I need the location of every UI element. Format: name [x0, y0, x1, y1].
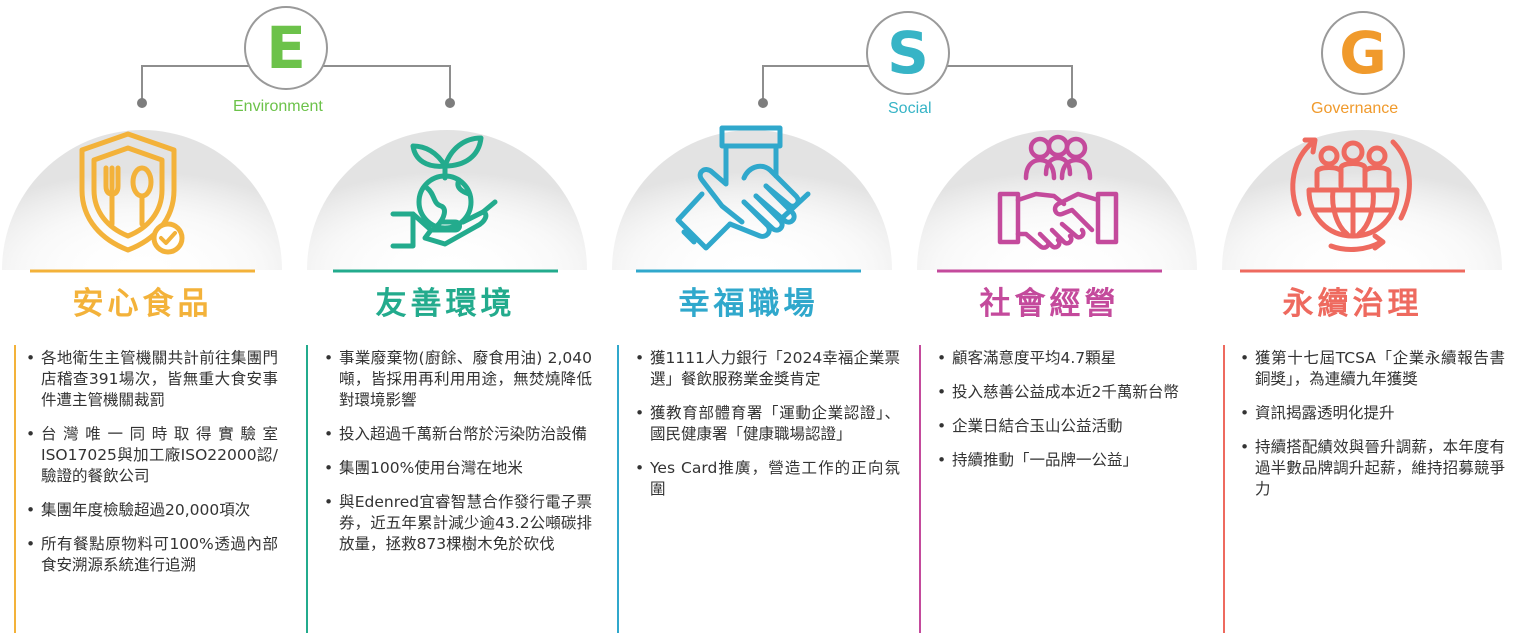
connector-dot — [445, 98, 455, 108]
heading-happy-workplace: 幸福職場 — [678, 286, 819, 322]
column-accent-line — [306, 345, 308, 633]
list-item: 投入慈善公益成本近2千萬新台幣 — [937, 382, 1205, 403]
helping-hands-icon — [675, 125, 811, 251]
list-item: 事業廢棄物(廚餘、廢食用油) 2,040噸，皆採用再利用用途，無焚燒降低對環境影… — [324, 348, 592, 411]
pillar-label-governance: Governance — [1311, 100, 1399, 117]
list-item: Yes Card推廣，營造工作的正向氛圍 — [635, 458, 900, 500]
environment-letter-circle: E — [244, 6, 328, 90]
arc-workplace — [612, 130, 892, 270]
pillar-label-environment: Environment — [233, 98, 323, 115]
people-globe-cycle-icon — [1290, 137, 1412, 252]
list-item: 投入超過千萬新台幣於污染防治設備 — [324, 424, 592, 445]
column-food-safety: 各地衛生主管機關共計前往集團門店稽查391場次，皆無重大食安事件遭主管機關裁罰 … — [26, 348, 278, 589]
column-accent-line — [1223, 345, 1225, 633]
heading-food-safety: 安心食品 — [72, 286, 213, 322]
list-item: 持續搭配績效與晉升調薪，本年度有過半數品牌調升起薪，維持招募競爭力 — [1240, 437, 1505, 500]
column-social-operation: 顧客滿意度平均4.7顆星 投入慈善公益成本近2千萬新台幣 企業日結合玉山公益活動… — [937, 348, 1205, 484]
list-item: 獲1111人力銀行「2024幸福企業票選」餐飲服務業金獎肯定 — [635, 348, 900, 390]
letter-e-icon: E — [266, 14, 306, 82]
list-item: 顧客滿意度平均4.7顆星 — [937, 348, 1205, 369]
heading-friendly-environment: 友善環境 — [375, 286, 516, 322]
connector-dot — [137, 98, 147, 108]
letter-g-icon: G — [1339, 19, 1387, 87]
list-item: 台灣唯一同時取得實驗室ISO17025與加工廠ISO22000認/驗證的餐飲公司 — [26, 424, 278, 487]
list-item: 持續推動「一品牌一公益」 — [937, 450, 1205, 471]
list-item: 與Edenred宜睿智慧合作發行電子票券，近五年累計減少逾43.2公噸碳排放量，… — [324, 492, 592, 555]
list-item: 獲第十七屆TCSA「企業永續報告書銅獎」，為連續九年獲獎 — [1240, 348, 1505, 390]
column-accent-line — [617, 345, 619, 633]
list-item: 所有餐點原物料可100%透過內部食安溯源系統進行追溯 — [26, 534, 278, 576]
list-item: 資訊揭露透明化提升 — [1240, 403, 1505, 424]
list-item: 集團年度檢驗超過20,000項次 — [26, 500, 278, 521]
list-item: 獲教育部體育署「運動企業認證」、國民健康署「健康職場認證」 — [635, 403, 900, 445]
column-accent-line — [919, 345, 921, 633]
social-letter-circle: S — [866, 11, 950, 95]
shield-fork-spoon-icon — [79, 131, 185, 255]
column-sustainable-governance: 獲第十七屆TCSA「企業永續報告書銅獎」，為連續九年獲獎 資訊揭露透明化提升 持… — [1240, 348, 1505, 513]
connector-dot — [758, 98, 768, 108]
heading-social-operation: 社會經營 — [979, 286, 1120, 322]
handshake-people-icon — [997, 134, 1119, 250]
list-item: 各地衛生主管機關共計前往集團門店稽查391場次，皆無重大食安事件遭主管機關裁罰 — [26, 348, 278, 411]
letter-s-icon: S — [887, 19, 929, 87]
column-friendly-environment: 事業廢棄物(廚餘、廢食用油) 2,040噸，皆採用再利用用途，無焚燒降低對環境影… — [324, 348, 592, 568]
governance-letter-circle: G — [1321, 11, 1405, 95]
heading-sustainable-governance: 永續治理 — [1282, 286, 1423, 322]
pillar-label-social: Social — [888, 100, 932, 117]
arc-environment — [307, 130, 587, 270]
column-accent-line — [14, 345, 16, 633]
arc-governance — [1222, 130, 1502, 270]
hand-globe-sprout-icon — [390, 135, 498, 249]
connector-dot — [1067, 98, 1077, 108]
list-item: 企業日結合玉山公益活動 — [937, 416, 1205, 437]
list-item: 集團100%使用台灣在地米 — [324, 458, 592, 479]
column-happy-workplace: 獲1111人力銀行「2024幸福企業票選」餐飲服務業金獎肯定 獲教育部體育署「運… — [635, 348, 900, 513]
